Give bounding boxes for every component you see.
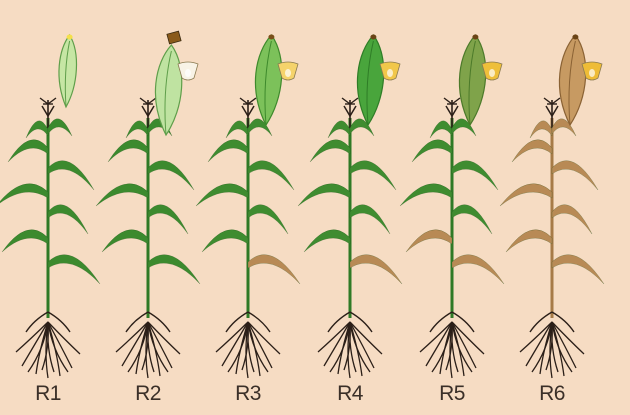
plant-r1 — [0, 35, 100, 379]
leaf — [226, 121, 248, 138]
brace-root — [430, 312, 452, 332]
leaf — [350, 255, 402, 284]
tassel-branch — [240, 98, 248, 104]
leaf — [148, 205, 188, 234]
leaf — [452, 205, 492, 234]
leaf — [248, 255, 300, 284]
silk-tip — [472, 35, 478, 40]
tassel-branch — [544, 98, 552, 104]
plant-r3 — [196, 35, 300, 379]
leaf — [452, 255, 504, 284]
tassel-branch — [48, 98, 56, 104]
plant-r5 — [400, 35, 504, 379]
root-strand — [22, 322, 48, 366]
leaf — [500, 184, 552, 206]
leaf — [108, 140, 148, 162]
brace-root — [328, 312, 350, 332]
brace-root — [226, 312, 248, 332]
silk-tip — [370, 35, 376, 40]
root-strand — [426, 322, 452, 366]
leaf — [452, 161, 498, 190]
leaf — [2, 230, 48, 252]
silk-tip — [572, 35, 578, 40]
brace-root — [530, 312, 552, 332]
leaf — [126, 121, 148, 138]
leaf — [506, 230, 552, 252]
leaf — [552, 255, 604, 284]
leaf — [148, 161, 194, 190]
tassel-branch — [350, 98, 358, 104]
leaf — [310, 140, 350, 162]
root-strand — [324, 322, 350, 366]
leaf — [102, 230, 148, 252]
ear-husk — [357, 35, 383, 125]
leaf — [48, 119, 72, 136]
tassel-branch — [452, 98, 460, 104]
leaf — [552, 161, 598, 190]
leaf — [248, 205, 288, 234]
tassel-branch — [148, 98, 156, 104]
silk-tip — [167, 31, 181, 44]
leaf — [412, 140, 452, 162]
leaf — [148, 255, 200, 284]
leaf — [530, 121, 552, 138]
leaf — [298, 184, 350, 206]
leaf — [26, 121, 48, 138]
plant-r6 — [500, 35, 604, 379]
plant-r4 — [298, 35, 402, 379]
leaf — [8, 140, 48, 162]
kernel-germ — [589, 69, 595, 77]
leaf — [304, 230, 350, 252]
leaf — [328, 121, 350, 138]
tassel-branch — [248, 98, 256, 104]
root-strand — [222, 322, 248, 366]
silk-tip — [268, 35, 274, 40]
leaf — [512, 140, 552, 162]
leaf — [400, 184, 452, 206]
stage-label: R1 — [18, 382, 78, 406]
brace-root — [26, 312, 48, 332]
ear-husk — [255, 35, 281, 125]
leaf — [350, 205, 390, 234]
leaf — [96, 184, 148, 206]
kernel-germ — [387, 69, 393, 77]
stage-label: R3 — [218, 382, 278, 406]
plant-r2 — [96, 31, 200, 378]
silk-tip — [67, 35, 73, 40]
stage-label: R2 — [118, 382, 178, 406]
ear-husk — [59, 35, 77, 107]
leaf — [208, 140, 248, 162]
tassel-branch — [342, 98, 350, 104]
ear-husk — [459, 35, 485, 125]
kernel-germ — [185, 69, 191, 77]
root-strand — [526, 322, 552, 366]
tassel-branch — [140, 98, 148, 104]
kernel-germ — [285, 69, 291, 77]
tassel-branch — [40, 98, 48, 104]
tassel-branch — [444, 98, 452, 104]
stage-label: R5 — [422, 382, 482, 406]
leaf — [350, 161, 396, 190]
leaf — [406, 230, 452, 252]
tassel-branch — [552, 98, 560, 104]
leaf — [48, 205, 88, 234]
brace-root — [126, 312, 148, 332]
leaf — [0, 184, 48, 206]
leaf — [196, 184, 248, 206]
leaf — [48, 255, 100, 284]
root-strand — [122, 322, 148, 366]
leaf — [48, 161, 94, 190]
leaf — [430, 121, 452, 138]
ear-husk — [559, 35, 585, 125]
leaf — [248, 161, 294, 190]
stage-label: R6 — [522, 382, 582, 406]
leaf — [202, 230, 248, 252]
kernel-germ — [489, 69, 495, 77]
stage-label: R4 — [320, 382, 380, 406]
leaf — [552, 205, 592, 234]
